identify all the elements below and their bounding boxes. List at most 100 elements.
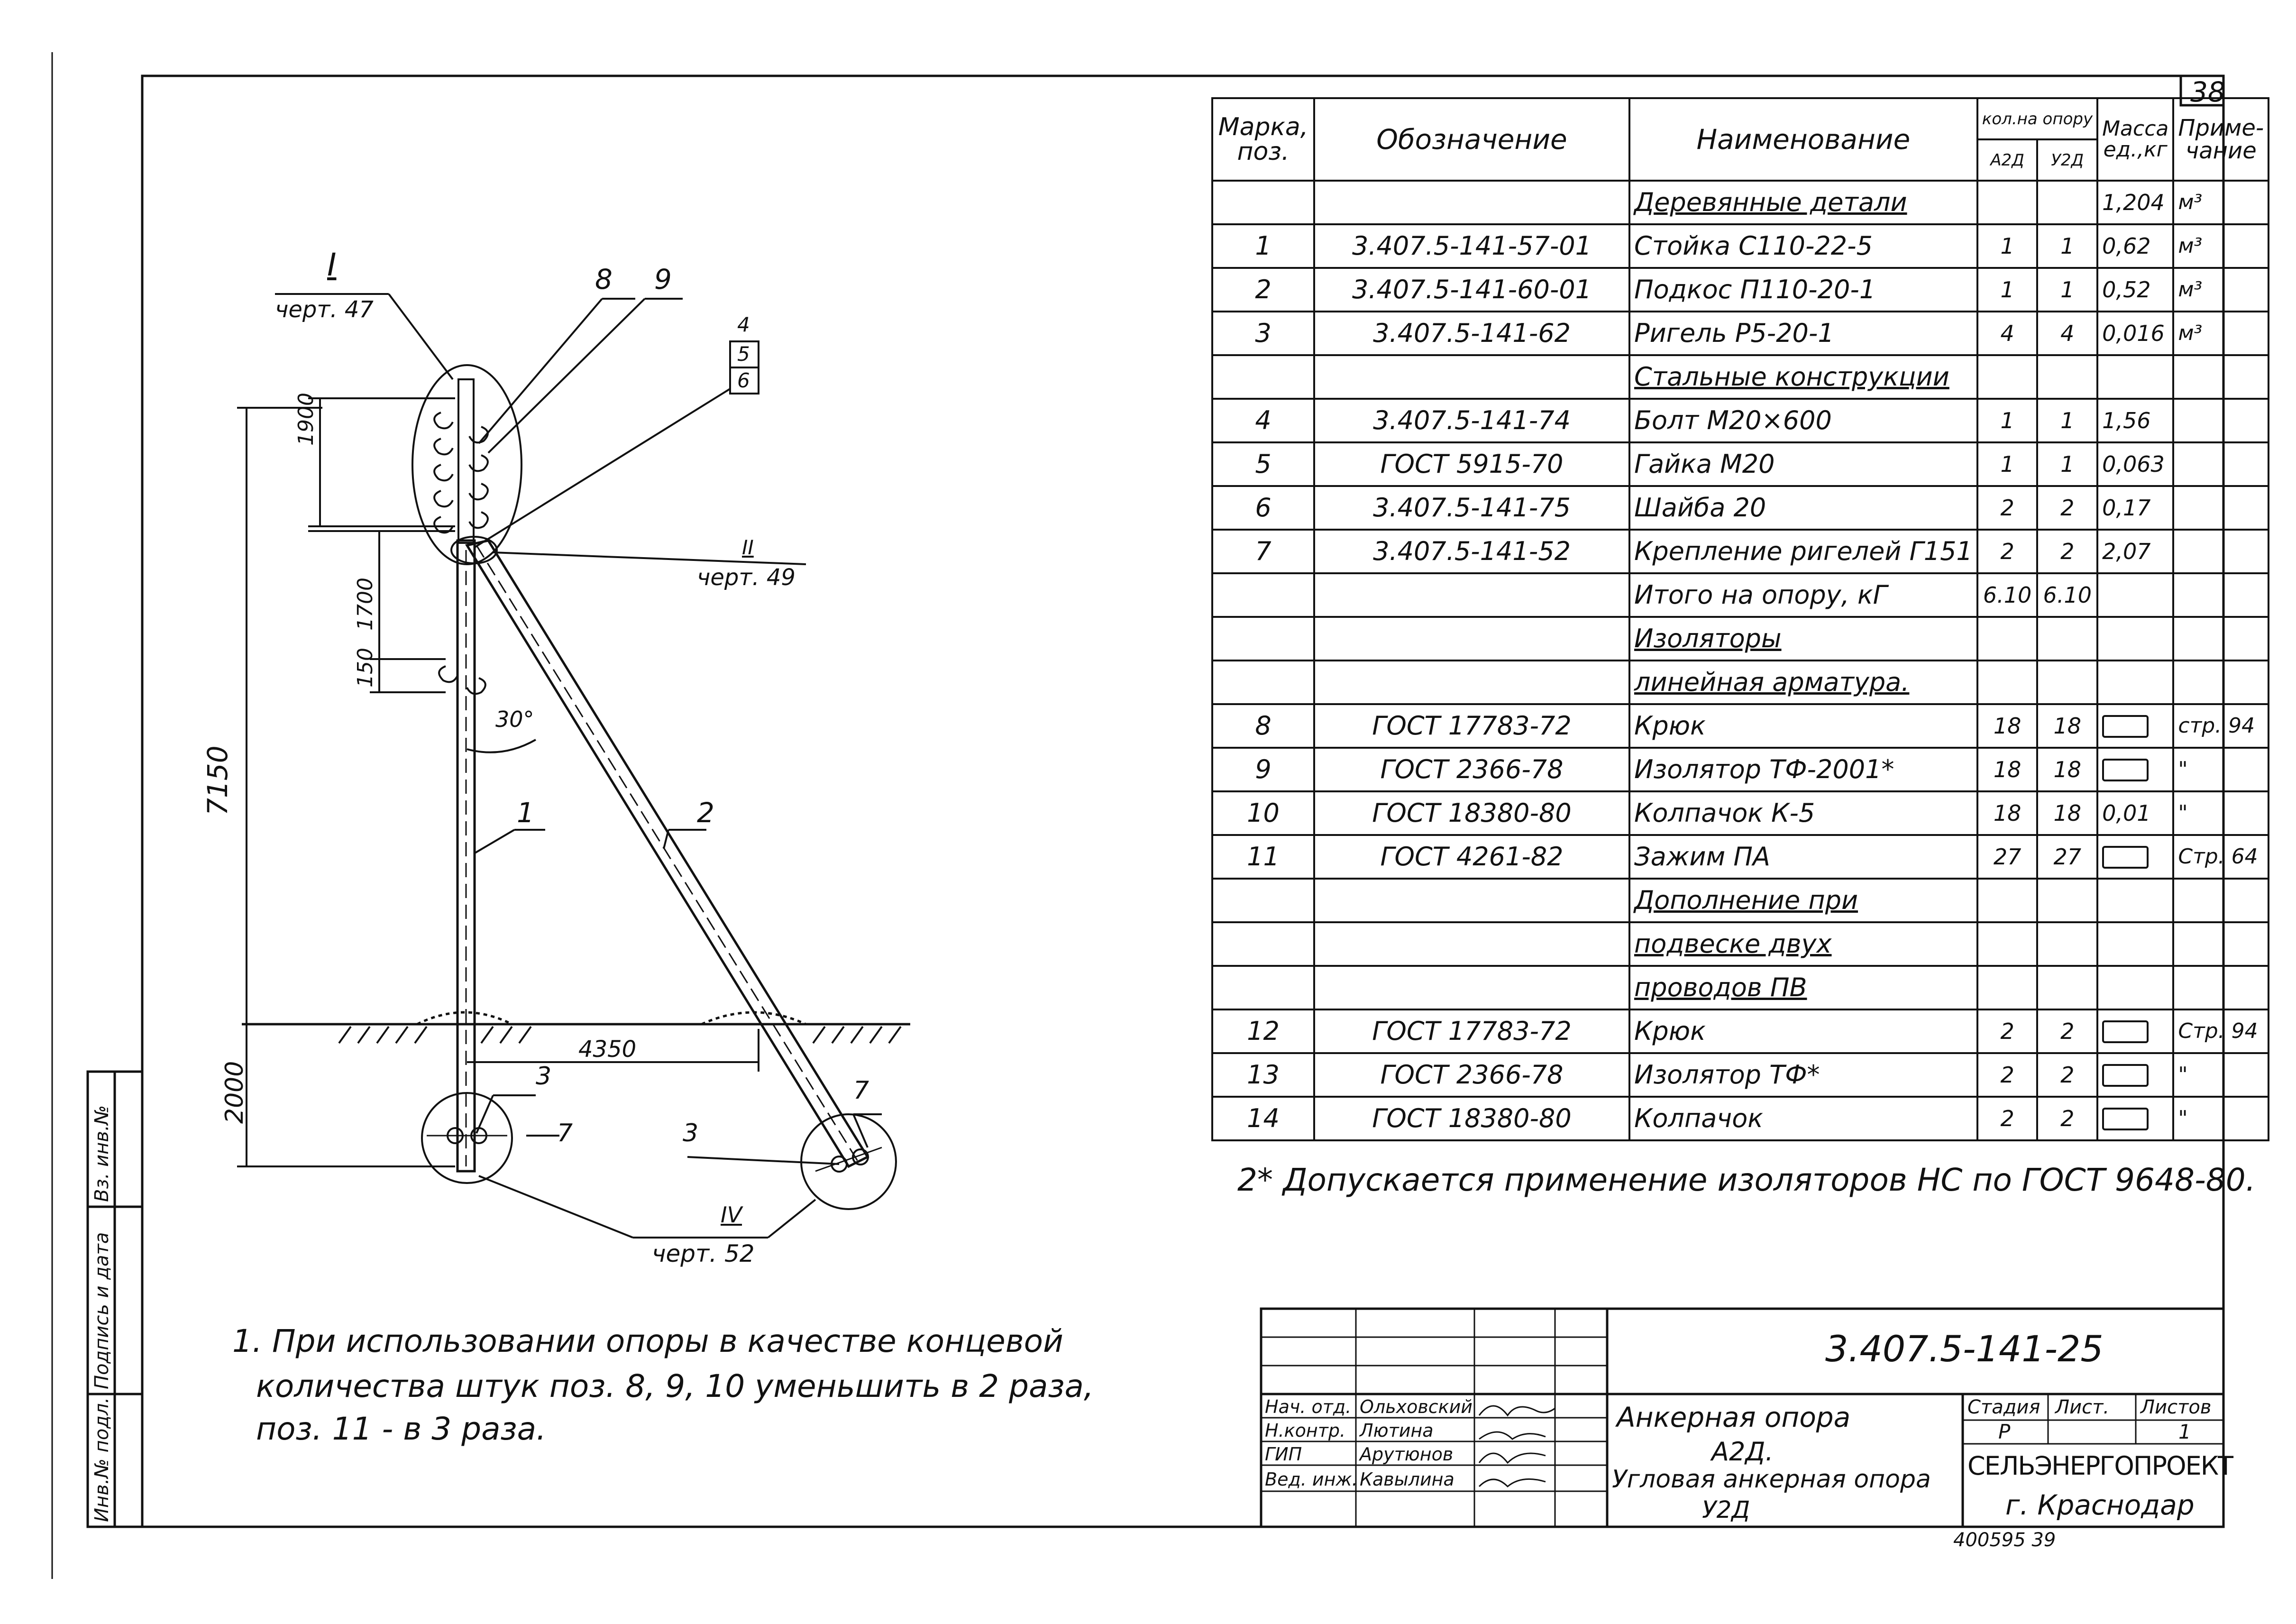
cell-mark <box>1211 660 1315 705</box>
cell-name: Стальные конструкции <box>1628 354 1978 400</box>
dim-1900: 1900 <box>294 393 318 446</box>
cell-qty-a: 6.10 <box>1976 572 2039 618</box>
sheets-value: 1 <box>2178 1420 2191 1443</box>
table-row: линейная арматура. <box>1211 660 2270 705</box>
cell-mass <box>2096 703 2175 749</box>
mass-placeholder-box <box>2102 1108 2149 1131</box>
cell-name: Деревянные детали <box>1628 180 1978 225</box>
cell-mark: 2 <box>1211 267 1315 312</box>
cell-mass: 0,063 <box>2096 441 2175 487</box>
cell-qty-u <box>2036 354 2099 400</box>
cell-note: м³ <box>2172 223 2270 269</box>
cell-mark: 1 <box>1211 223 1315 269</box>
cell-qty-u <box>2036 921 2099 967</box>
sheets-label: Листов <box>2140 1396 2212 1418</box>
dim-150: 150 <box>353 648 377 688</box>
dim-2000: 2000 <box>220 1061 249 1124</box>
cell-note <box>2172 616 2270 661</box>
node-IV-label: IV <box>721 1202 742 1228</box>
cell-note <box>2172 965 2270 1010</box>
node-IV-ref: черт. 52 <box>652 1240 755 1267</box>
cell-note: м³ <box>2172 180 2270 225</box>
cell-qty-a: 4 <box>1976 311 2039 356</box>
title-line-2: А2Д. <box>1711 1437 1774 1467</box>
header-qty-u: У2Д <box>2036 138 2099 182</box>
staff-role: Н.контр. <box>1265 1420 1346 1441</box>
cell-qty-a: 2 <box>1976 1052 2039 1098</box>
cell-qty-a: 2 <box>1976 1009 2039 1054</box>
cell-name: проводов ПВ <box>1628 965 1978 1010</box>
cell-designation: ГОСТ 17783-72 <box>1313 1009 1630 1054</box>
archive-number: 400595 39 <box>1953 1529 2056 1551</box>
cell-mark: 4 <box>1211 398 1315 443</box>
cell-qty-a: 1 <box>1976 441 2039 487</box>
cell-mark: 11 <box>1211 834 1315 880</box>
pos-5-label: 5 <box>737 342 750 366</box>
pos-2-label: 2 <box>697 797 714 829</box>
stage-label: Стадия <box>1967 1396 2040 1418</box>
cell-qty-a <box>1976 878 2039 923</box>
pos-4-label: 4 <box>737 313 750 336</box>
cell-qty-u <box>2036 660 2099 705</box>
cell-name: Крюк <box>1628 703 1978 749</box>
cell-designation <box>1313 180 1630 225</box>
cell-note: " <box>2172 1052 2270 1098</box>
cell-name: подвеске двух <box>1628 921 1978 967</box>
cell-qty-u: 1 <box>2036 441 2099 487</box>
note-1-line-2: количества штук поз. 8, 9, 10 уменьшить … <box>256 1368 1094 1404</box>
cell-mark: 13 <box>1211 1052 1315 1098</box>
specification-table: Марка, поз. Обозначение Наименование кол… <box>1211 97 2270 1141</box>
cell-qty-u <box>2036 878 2099 923</box>
cell-note <box>2172 529 2270 574</box>
pos-9-label: 9 <box>654 263 672 295</box>
cell-mass: 0,01 <box>2096 790 2175 836</box>
cell-name: Изолятор ТФ* <box>1628 1052 1978 1098</box>
header-note: Приме- чание <box>2172 97 2270 182</box>
cell-name: Гайка М20 <box>1628 441 1978 487</box>
staff-name: Кавылина <box>1360 1469 1454 1490</box>
cell-designation: 3.407.5-141-74 <box>1313 398 1630 443</box>
cell-mass: 1,56 <box>2096 398 2175 443</box>
pos-3-label-right: 3 <box>683 1119 699 1147</box>
cell-note <box>2172 572 2270 618</box>
cell-mass <box>2096 834 2175 880</box>
header-qty-a: А2Д <box>1976 138 2039 182</box>
cell-name: Шайба 20 <box>1628 485 1978 531</box>
cell-name: Дополнение при <box>1628 878 1978 923</box>
signatures <box>1478 1405 1555 1488</box>
cell-qty-u: 2 <box>2036 1009 2099 1054</box>
cell-qty-u <box>2036 616 2099 661</box>
pos-8-label: 8 <box>595 263 613 295</box>
cell-qty-a: 1 <box>1976 267 2039 312</box>
cell-qty-a <box>1976 180 2039 225</box>
cell-designation <box>1313 616 1630 661</box>
cell-qty-a: 18 <box>1976 703 2039 749</box>
cell-mark <box>1211 878 1315 923</box>
cell-name: Ригель Р5-20-1 <box>1628 311 1978 356</box>
cell-mass <box>2096 921 2175 967</box>
cell-note: стр. 94 <box>2172 703 2270 749</box>
note-1-line-1: 1. При использовании опоры в качестве ко… <box>232 1323 1063 1359</box>
cell-qty-a <box>1976 616 2039 661</box>
cell-mass: 0,62 <box>2096 223 2175 269</box>
cell-note <box>2172 878 2270 923</box>
cell-designation: 3.407.5-141-62 <box>1313 311 1630 356</box>
cell-designation: ГОСТ 4261-82 <box>1313 834 1630 880</box>
side-stamp-inv-podl: Инв.№ подл. <box>91 1397 113 1522</box>
title-line-3: Угловая анкерная опора <box>1612 1465 1931 1494</box>
header-mark: Марка, поз. <box>1211 97 1315 182</box>
footnote-insulators: 2* Допускается применение изоляторов НС … <box>1237 1162 2256 1198</box>
cell-designation: 3.407.5-141-75 <box>1313 485 1630 531</box>
staff-name: Арутюнов <box>1360 1444 1454 1465</box>
cell-qty-u: 18 <box>2036 703 2099 749</box>
cell-qty-a <box>1976 354 2039 400</box>
cell-mass: 2,07 <box>2096 529 2175 574</box>
staff-name: Ольховский <box>1360 1396 1473 1417</box>
side-stamp-sign-date: Подпись и дата <box>91 1232 113 1389</box>
mass-placeholder-box <box>2102 1020 2149 1044</box>
